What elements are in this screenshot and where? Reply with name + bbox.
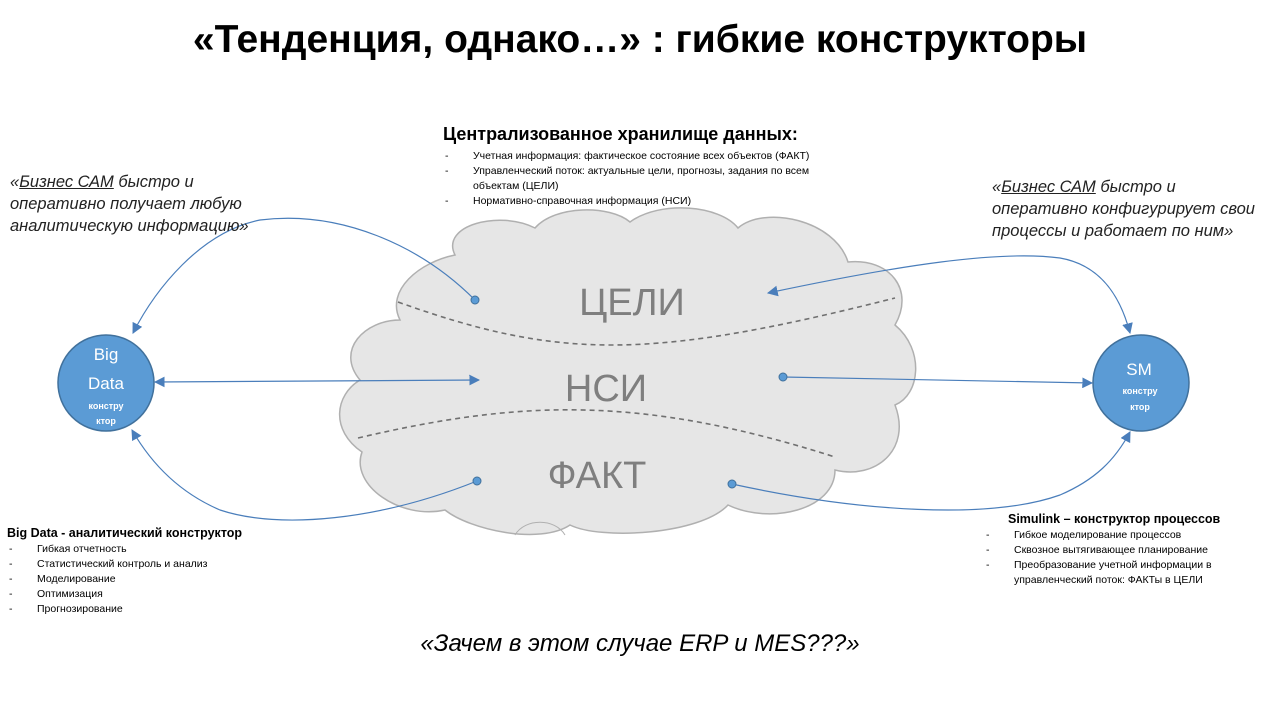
bigdata-item: Прогнозирование <box>7 602 327 617</box>
storage-heading: Централизованное хранилище данных: <box>443 124 798 144</box>
right-quote-rest: быстро и оперативно конфигурирует свои п… <box>992 178 1255 240</box>
anchor-dot-fact-left <box>472 476 482 486</box>
left-quote-underlined: Бизнес САМ <box>19 173 114 191</box>
simulink-description: Simulink – конструктор процессов Гибкое … <box>984 512 1254 588</box>
right-quote: «Бизнес САМ быстро и оперативно конфигур… <box>992 176 1274 242</box>
arrow-nsi-to-sm <box>782 376 1094 389</box>
simulink-heading: Simulink – конструктор процессов <box>1008 512 1221 526</box>
anchor-dot-nsi <box>778 372 788 382</box>
sm-node-sub1: констру <box>1122 386 1157 396</box>
simulink-item: Гибкое моделирование процессов <box>984 528 1254 543</box>
arrow-fact-to-bigdata <box>131 429 478 521</box>
left-quote: «Бизнес САМ быстро и оперативно получает… <box>10 171 280 237</box>
cloud-divider-bottom <box>357 409 836 458</box>
sm-node-line1: SM <box>1126 360 1152 379</box>
storage-item-goals: Управленческий поток: актуальные цели, п… <box>443 164 843 194</box>
bigdata-item: Гибкая отчетность <box>7 542 327 557</box>
bigdata-node-line2: Data <box>88 374 124 393</box>
cloud-divider-top <box>397 297 896 346</box>
right-quote-underlined: Бизнес САМ <box>1001 178 1096 196</box>
anchor-dot-fact-right <box>727 479 737 489</box>
anchor-dot-goals <box>470 295 480 305</box>
bigdata-item: Оптимизация <box>7 587 327 602</box>
arrow-fact-to-sm <box>731 431 1131 511</box>
right-quote-open: « <box>992 178 1002 196</box>
left-quote-open: « <box>10 173 20 191</box>
bigdata-item: Моделирование <box>7 572 327 587</box>
bigdata-heading: Big Data - аналитический конструктор <box>7 526 243 540</box>
left-quote-rest: быстро и оперативно получает любую анали… <box>10 173 249 235</box>
sm-node-sub2: ктор <box>1130 402 1150 412</box>
arrow-sm-goals <box>766 255 1133 335</box>
bigdata-node-line1: Big <box>94 345 119 364</box>
cloud-label-fact: ФАКТ <box>548 455 647 497</box>
data-storage-cloud: ЦЕЛИ НСИ ФАКТ <box>338 207 917 536</box>
storage-item-nsi: Нормативно-справочная информация (НСИ) <box>443 194 873 209</box>
storage-description: Централизованное хранилище данных: Учетн… <box>443 124 873 209</box>
cloud-label-goals: ЦЕЛИ <box>579 282 685 324</box>
bigdata-list: Гибкая отчетность Статистический контрол… <box>7 542 327 617</box>
bigdata-item: Статистический контроль и анализ <box>7 557 327 572</box>
bottom-question: «Зачем в этом случае ERP и MES???» <box>420 630 860 657</box>
storage-list: Учетная информация: фактическое состояни… <box>443 149 873 209</box>
cloud-label-nsi: НСИ <box>565 368 647 410</box>
arrow-bigdata-nsi <box>153 374 481 388</box>
bigdata-node[interactable]: Big Data констру ктор <box>57 334 155 432</box>
simulink-list: Гибкое моделирование процессов Сквозное … <box>984 528 1254 588</box>
page-title: «Тенденция, однако…» : гибкие конструкто… <box>192 18 1088 61</box>
bigdata-description: Big Data - аналитический конструктор Гиб… <box>7 526 327 617</box>
sm-node[interactable]: SM констру ктор <box>1092 334 1190 432</box>
arrow-goals-to-bigdata <box>132 217 476 334</box>
simulink-item: Преобразование учетной информации в упра… <box>984 558 1254 588</box>
simulink-item: Сквозное вытягивающее планирование <box>984 543 1254 558</box>
bigdata-node-sub2: ктор <box>96 416 116 426</box>
bigdata-node-sub1: констру <box>88 401 123 411</box>
storage-item-fact: Учетная информация: фактическое состояни… <box>443 149 873 164</box>
